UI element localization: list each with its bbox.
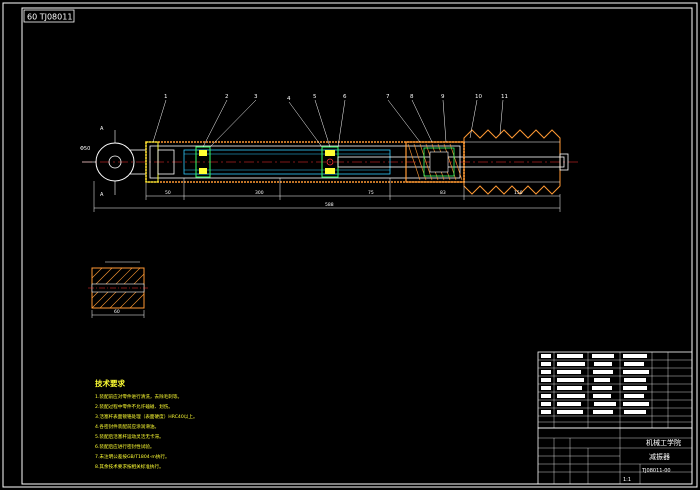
part-label-11: 11 — [501, 94, 508, 100]
inner-border — [21, 7, 693, 485]
tech-note-3: 3.活塞杆表面镀铬处理（表面硬度）HRC40以上。 — [95, 413, 198, 420]
title-block: 机械工学院 减振器 TJ08011-00 1:1 — [537, 351, 693, 485]
tech-note-2: 2.装配过程中零件不允许磕碰、划伤。 — [95, 403, 173, 410]
tech-note-6: 6.装配后应进行密封性试验。 — [95, 443, 155, 450]
tech-note-8: 8.其余技术要求按相关标准执行。 — [95, 463, 164, 470]
part-label-5: 5 — [313, 94, 317, 100]
part-label-2: 2 — [225, 94, 229, 100]
section-mark-a-top: A — [100, 126, 104, 132]
tech-note-7: 7.未注明公差按GB/T1804-m执行。 — [95, 453, 170, 460]
part-label-6: 6 — [343, 94, 347, 100]
tech-note-5: 5.装配后活塞杆运动灵活无卡滞。 — [95, 433, 164, 440]
dim-d2: 300 — [255, 190, 264, 196]
dim-phi: Φ50 — [80, 146, 90, 152]
dim-d4: 83 — [440, 190, 446, 196]
drawing-number: TJ08011-00 — [641, 468, 671, 474]
drawing-name: 减振器 — [649, 452, 670, 461]
assembly-view: 1 2 3 4 5 6 7 8 9 10 11 A A Φ50 — [80, 94, 578, 212]
technical-requirements: 技术要求 1.装配前应对零件进行清洗，去除毛刺等。 2.装配过程中零件不允许磕碰… — [95, 378, 198, 470]
dim-d1: 50 — [165, 190, 171, 196]
bellows — [463, 129, 561, 195]
section-view: 60 — [88, 261, 148, 318]
drawing-scale: 1:1 — [623, 477, 631, 483]
dim-d3: 75 — [368, 190, 374, 196]
part-label-3: 3 — [254, 94, 258, 100]
tech-note-4: 4.各密封件装配前应涂润滑油。 — [95, 423, 159, 430]
part-label-9: 9 — [441, 94, 445, 100]
dim-d5: 150 — [514, 190, 523, 196]
tech-title: 技术要求 — [95, 378, 125, 388]
section-mark-a-bottom: A — [100, 192, 104, 198]
school-name: 机械工学院 — [646, 438, 681, 447]
dim-section-width: 60 — [114, 309, 120, 315]
dim-overall: 588 — [325, 202, 334, 208]
part-label-10: 10 — [475, 94, 482, 100]
tag-box — [23, 9, 75, 23]
part-label-1: 1 — [164, 94, 168, 100]
part-label-8: 8 — [410, 94, 414, 100]
drawing-tag: 60 TJ08011 — [27, 13, 72, 22]
tech-note-1: 1.装配前应对零件进行清洗，去除毛刺等。 — [95, 393, 182, 400]
part-label-7: 7 — [386, 94, 390, 100]
part-label-4: 4 — [287, 96, 291, 102]
